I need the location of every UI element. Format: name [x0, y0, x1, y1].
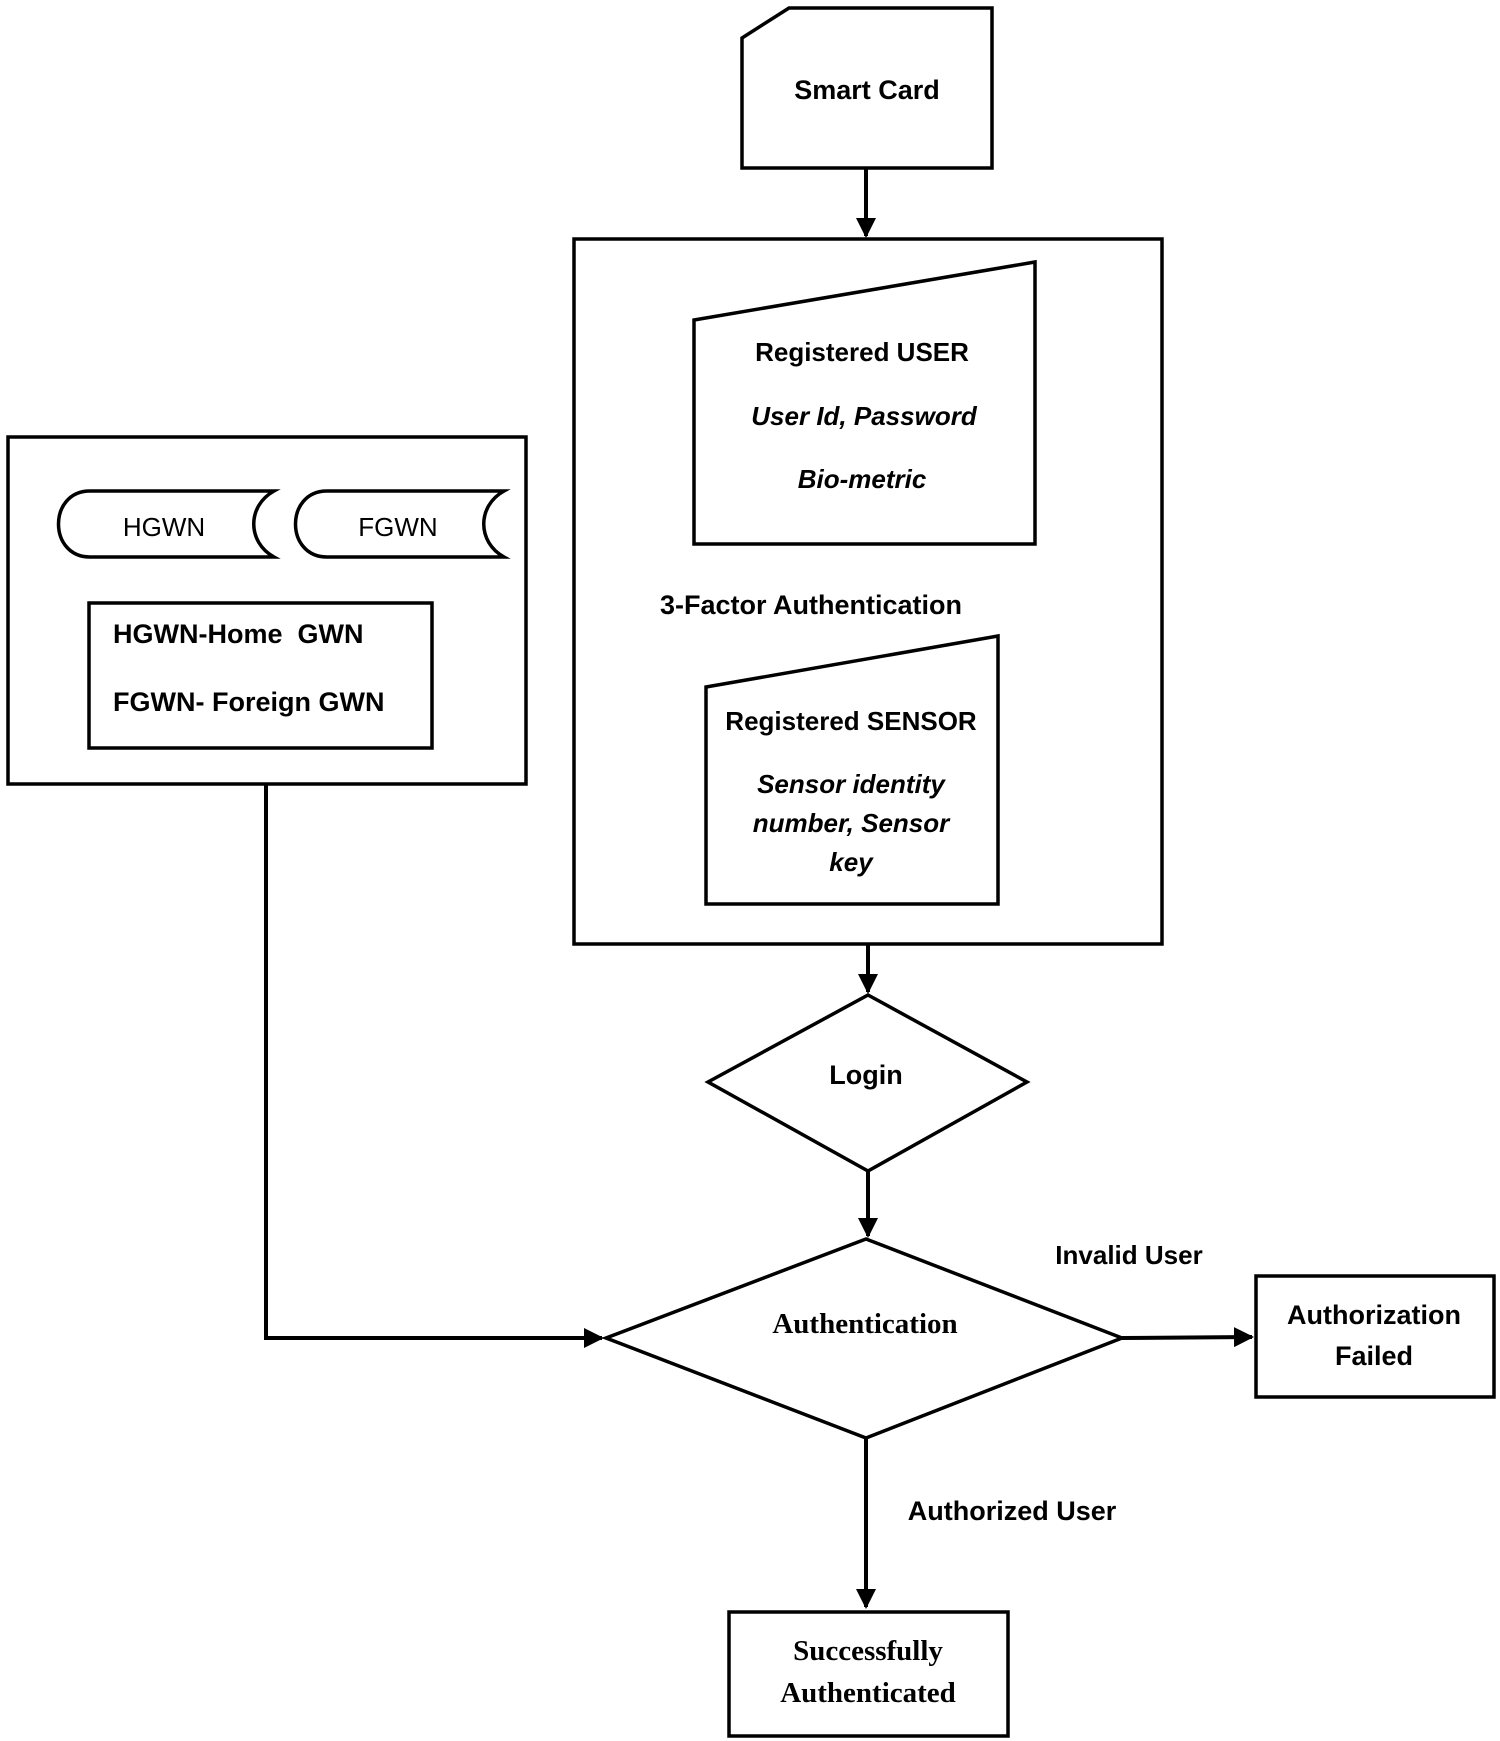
- registered-user-shape: [692, 259, 1037, 546]
- authorization-failed-box: [1254, 1274, 1496, 1399]
- gateway-legend-fgwn: FGWN- Foreign GWN: [113, 687, 384, 717]
- fgwn-label: FGWN: [358, 512, 437, 542]
- registered-sensor-title: Registered SENSOR: [725, 706, 977, 736]
- success-line1: Successfully: [793, 1635, 943, 1667]
- registered-sensor-line2: number, Sensor: [753, 808, 951, 838]
- arrow-authentication-to-failed: [1121, 1327, 1254, 1348]
- three-factor-label: 3-Factor Authentication: [660, 590, 962, 620]
- gateway-legend-box: [87, 601, 434, 750]
- arrow-gateway-to-authentication: [264, 784, 604, 1348]
- authorization-failed-line2: Failed: [1335, 1341, 1413, 1371]
- registered-user-credentials: User Id, Password: [751, 401, 978, 431]
- smart-card-shape: [740, 6, 994, 170]
- login-label: Login: [829, 1060, 902, 1090]
- authentication-label: Authentication: [772, 1308, 957, 1340]
- registered-user-title: Registered USER: [755, 337, 969, 367]
- gateway-legend-hgwn: HGWN-Home GWN: [113, 619, 363, 649]
- registered-sensor-shape: [704, 633, 1000, 906]
- registered-sensor-line3: key: [829, 847, 874, 877]
- smart-card-label: Smart Card: [794, 75, 940, 105]
- authorization-failed-line1: Authorization: [1287, 1300, 1461, 1330]
- invalid-user-label: Invalid User: [1055, 1240, 1202, 1270]
- success-line2: Authenticated: [780, 1677, 956, 1709]
- hgwn-storage-shape: [56, 489, 281, 559]
- registered-sensor-line1: Sensor identity: [757, 769, 946, 799]
- hgwn-label: HGWN: [123, 512, 205, 542]
- success-box: [727, 1610, 1010, 1738]
- authorized-user-label: Authorized User: [908, 1496, 1117, 1526]
- registered-user-biometric: Bio-metric: [798, 464, 927, 494]
- fgwn-storage-shape: [293, 489, 511, 559]
